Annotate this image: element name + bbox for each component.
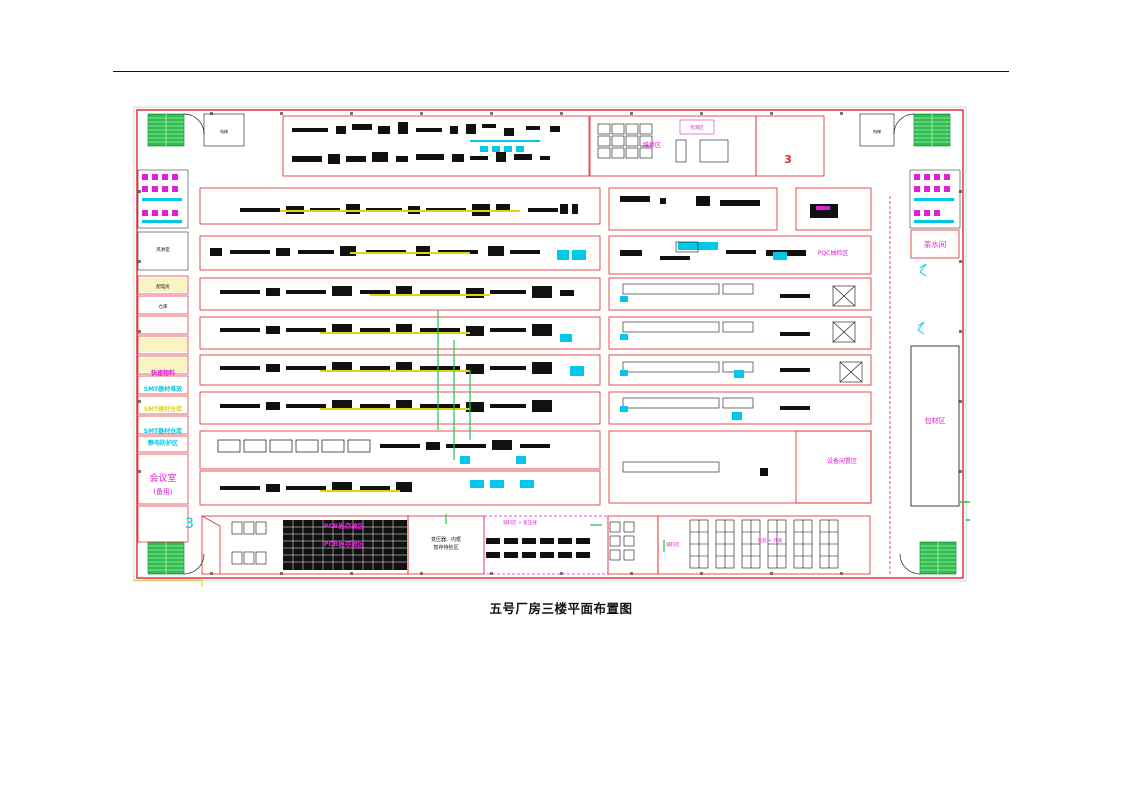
svg-text:电梯: 电梯 bbox=[220, 128, 228, 134]
right-toilets bbox=[909, 169, 961, 229]
middle-lane-equipment bbox=[620, 196, 863, 476]
smt-storage-label-1: SMT器材堆放 bbox=[144, 385, 183, 393]
pcb-storage-label-2: PCB板存放区 bbox=[324, 539, 365, 548]
packaging-area-label: 包材区 bbox=[925, 416, 946, 425]
column-markers bbox=[138, 112, 962, 575]
figure-caption: 五号厂房三楼平面布置图 bbox=[489, 601, 633, 616]
transformer-label-1: 变压器、内框 bbox=[431, 536, 461, 543]
stair-top-right: 电梯 bbox=[859, 113, 951, 147]
tea-room-label: 茶水间 bbox=[924, 239, 947, 249]
stair-bottom-right bbox=[899, 541, 957, 575]
bottom-row bbox=[134, 514, 871, 587]
left-room-label-1: 风淋室 bbox=[156, 246, 170, 253]
smt-storage-label-2: SMT器材仓库 bbox=[144, 405, 182, 413]
middle-lane-block bbox=[608, 187, 872, 504]
top-office-row bbox=[282, 115, 825, 177]
svg-text:电梯: 电梯 bbox=[873, 128, 881, 134]
stair-bottom-left bbox=[147, 541, 205, 575]
pcb-storage-label-1: PCB板存放区 bbox=[324, 521, 365, 530]
meeting-room-sub-label: (备用) bbox=[153, 487, 173, 496]
right-column bbox=[889, 196, 970, 576]
floor-plan: 电梯 电梯 bbox=[133, 106, 970, 587]
transformer-label-2: 暂存待检区 bbox=[433, 544, 458, 551]
cable-area-label: 辅料区 + 复压线 bbox=[503, 519, 537, 526]
aux-area-label: 辅料区 bbox=[666, 541, 680, 548]
pack-line-label: 包装 + 外观 bbox=[758, 537, 783, 544]
production-line-equipment bbox=[210, 204, 586, 492]
smt-sub-label-1: SMT器材仓库 bbox=[144, 427, 182, 435]
top-right-room-mark: 3 bbox=[784, 153, 792, 166]
meeting-room-label: 会议室 bbox=[149, 472, 176, 484]
header-rule bbox=[113, 71, 1009, 72]
pink-top-label-1: 维修区 bbox=[643, 141, 661, 149]
stair-top-left: 电梯 bbox=[147, 113, 245, 147]
left-room-label-2: 配电房 bbox=[156, 283, 170, 290]
left-rooms bbox=[137, 231, 189, 543]
pink-top-label-2: 检测区 bbox=[690, 124, 704, 131]
left-toilets bbox=[137, 169, 189, 229]
smt-sub-label-2: 静电防护区 bbox=[148, 439, 178, 447]
left-stair-symbol: 3 bbox=[185, 516, 194, 532]
equipment-idle-label: 设备闲置区 bbox=[827, 457, 857, 465]
left-room-label-3: 仓库 bbox=[159, 303, 168, 310]
pqc-area-label: PQC抽检区 bbox=[818, 249, 849, 257]
outer-wall bbox=[136, 109, 964, 579]
fast-material-label: 快速物料 bbox=[150, 369, 175, 377]
production-line-block bbox=[199, 187, 601, 506]
outer-wall-line bbox=[133, 106, 967, 582]
